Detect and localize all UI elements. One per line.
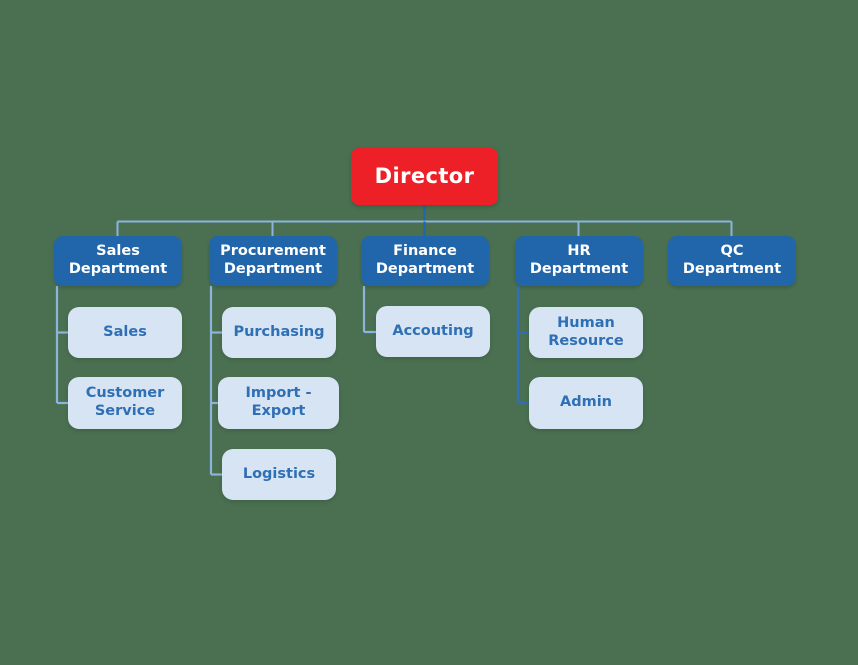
node-label-director: Director <box>374 163 475 188</box>
node-label-logistics: Logistics <box>242 465 316 482</box>
node-human-resource[interactable]: Human Resource <box>529 307 643 358</box>
node-import-export[interactable]: Import - Export <box>218 377 339 429</box>
node-accouting[interactable]: Accouting <box>376 306 490 357</box>
node-qc-department[interactable]: QC Department <box>668 236 796 286</box>
node-label-purchasing: Purchasing <box>233 323 325 340</box>
node-sales[interactable]: Sales <box>68 307 182 358</box>
node-purchasing[interactable]: Purchasing <box>222 307 336 358</box>
node-hr-department[interactable]: HR Department <box>515 236 643 286</box>
node-admin[interactable]: Admin <box>529 377 643 429</box>
node-label-sales-department: Sales Department <box>68 243 168 277</box>
node-finance-department[interactable]: Finance Department <box>361 236 489 286</box>
node-label-customer-service: Customer Service <box>85 385 165 419</box>
node-label-hr-department: HR Department <box>529 243 629 277</box>
node-label-procurement-department: Procurement Department <box>220 243 326 277</box>
node-logistics[interactable]: Logistics <box>222 449 336 500</box>
node-label-admin: Admin <box>559 394 612 411</box>
node-sales-department[interactable]: Sales Department <box>54 236 182 286</box>
node-director[interactable]: Director <box>351 148 498 205</box>
node-procurement-department[interactable]: Procurement Department <box>209 236 337 286</box>
node-label-import-export: Import - Export <box>245 385 312 419</box>
node-label-human-resource: Human Resource <box>548 314 624 349</box>
node-label-sales: Sales <box>103 323 147 340</box>
node-label-accouting: Accouting <box>392 322 474 339</box>
node-label-finance-department: Finance Department <box>375 243 475 277</box>
node-label-qc-department: QC Department <box>682 243 782 277</box>
node-customer-service[interactable]: Customer Service <box>68 377 182 429</box>
